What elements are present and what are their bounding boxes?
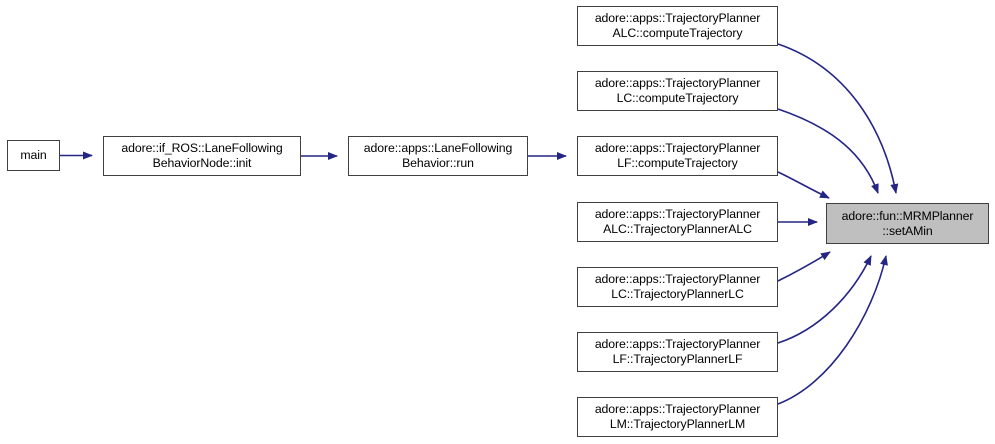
node-trajectoryplannerlf-computetrajectory[interactable]: adore::apps::TrajectoryPlanner LF::compu…: [577, 136, 778, 176]
edge-lf-compute-to-setamin: [777, 171, 830, 199]
edge-alc-compute-to-setamin: [777, 43, 899, 194]
node-label: adore::fun::MRMPlanner ::setAMin: [841, 208, 974, 238]
node-label: adore::if_ROS::LaneFollowing BehaviorNod…: [121, 141, 283, 170]
edge-lc-ctor-to-setamin: [777, 251, 831, 282]
node-label: main: [20, 148, 47, 163]
edge-lc-compute-to-setamin: [777, 108, 879, 194]
node-lanefollowingbehavior-run[interactable]: adore::apps::LaneFollowing Behavior::run: [348, 136, 528, 176]
node-label: adore::apps::TrajectoryPlanner ALC::comp…: [594, 11, 761, 40]
edge-lm-ctor-to-setamin: [777, 255, 888, 405]
edge-lf-ctor-to-setamin: [777, 255, 872, 344]
node-label: adore::apps::TrajectoryPlanner LC::Traje…: [594, 272, 761, 301]
node-trajectoryplannerlm-constructor[interactable]: adore::apps::TrajectoryPlanner LM::Traje…: [577, 397, 778, 437]
node-trajectoryplannerlf-constructor[interactable]: adore::apps::TrajectoryPlanner LF::Traje…: [577, 332, 778, 372]
node-label: adore::apps::TrajectoryPlanner LC::compu…: [594, 76, 761, 105]
node-label: adore::apps::TrajectoryPlanner LF::Traje…: [594, 337, 761, 366]
node-main[interactable]: main: [7, 140, 60, 171]
node-label: adore::apps::TrajectoryPlanner ALC::Traj…: [594, 207, 761, 236]
node-trajectoryplanneralc-constructor[interactable]: adore::apps::TrajectoryPlanner ALC::Traj…: [577, 202, 778, 242]
node-label: adore::apps::TrajectoryPlanner LM::Traje…: [594, 402, 761, 431]
node-trajectoryplanneralc-computetrajectory[interactable]: adore::apps::TrajectoryPlanner ALC::comp…: [577, 6, 778, 46]
node-label: adore::apps::TrajectoryPlanner LF::compu…: [594, 141, 761, 170]
node-lanefollowingbehaviornode-init[interactable]: adore::if_ROS::LaneFollowing BehaviorNod…: [103, 136, 301, 176]
node-label: adore::apps::LaneFollowing Behavior::run: [363, 141, 513, 170]
node-trajectoryplannerlc-constructor[interactable]: adore::apps::TrajectoryPlanner LC::Traje…: [577, 267, 778, 307]
node-mrmplanner-setamin[interactable]: adore::fun::MRMPlanner ::setAMin: [826, 203, 989, 244]
node-trajectoryplannerlc-computetrajectory[interactable]: adore::apps::TrajectoryPlanner LC::compu…: [577, 71, 778, 111]
